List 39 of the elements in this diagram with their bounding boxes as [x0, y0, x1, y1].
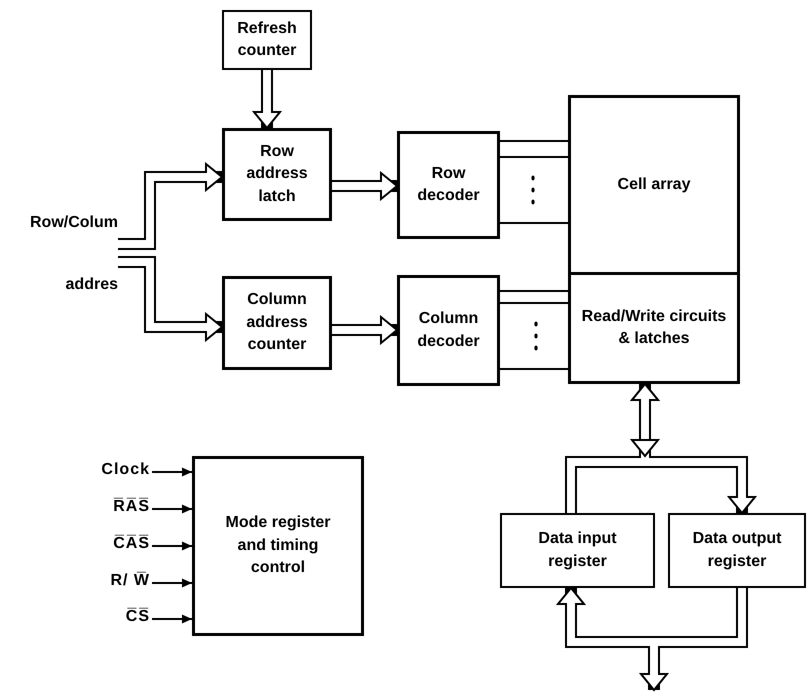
block-box [568, 95, 740, 275]
block-box [222, 276, 332, 370]
block-box [568, 272, 740, 384]
signal-arrow [152, 468, 192, 476]
block-label: Read/Write circuits & latches [580, 306, 728, 349]
bus-arrow [332, 172, 398, 200]
signal-label: R̅A̅S̅ [113, 498, 150, 516]
block-label: Data output register [692, 529, 782, 572]
signal-label: C̅A̅S̅ [113, 535, 150, 553]
bus-arrow [118, 256, 223, 341]
bus-lines [499, 290, 569, 370]
input-label: addres [66, 276, 118, 294]
signal-arrow [152, 542, 192, 550]
block-label: Row address latch [245, 142, 309, 207]
block-box [668, 513, 806, 588]
bus-arrow [118, 163, 223, 250]
block-label: Data input register [537, 529, 618, 572]
bus-arrow [253, 70, 281, 129]
block-label: Row decoder [416, 164, 481, 206]
block-box [500, 513, 655, 588]
block-box [222, 128, 332, 221]
bus-lines [499, 140, 569, 224]
block-box [192, 456, 364, 636]
signal-arrow [152, 614, 192, 624]
signal-label: Clock [101, 461, 150, 479]
signal-arrow [152, 504, 192, 514]
block-label: Column decoder [416, 309, 481, 352]
block-label: Mode register and timing control [224, 513, 332, 578]
block-label: Cell array [618, 174, 690, 195]
block-box [222, 10, 312, 70]
signal-label: R/ W̅ [110, 572, 150, 590]
block-label: Refresh counter [236, 18, 298, 61]
signal-arrow [152, 578, 192, 588]
block-box [397, 131, 500, 239]
input-label: Row/Colum [30, 214, 118, 232]
block-box [397, 275, 500, 386]
signal-label: C̅S̅ [126, 608, 150, 626]
block-label: Column address counter [245, 290, 309, 356]
bus-arrow [332, 316, 398, 344]
